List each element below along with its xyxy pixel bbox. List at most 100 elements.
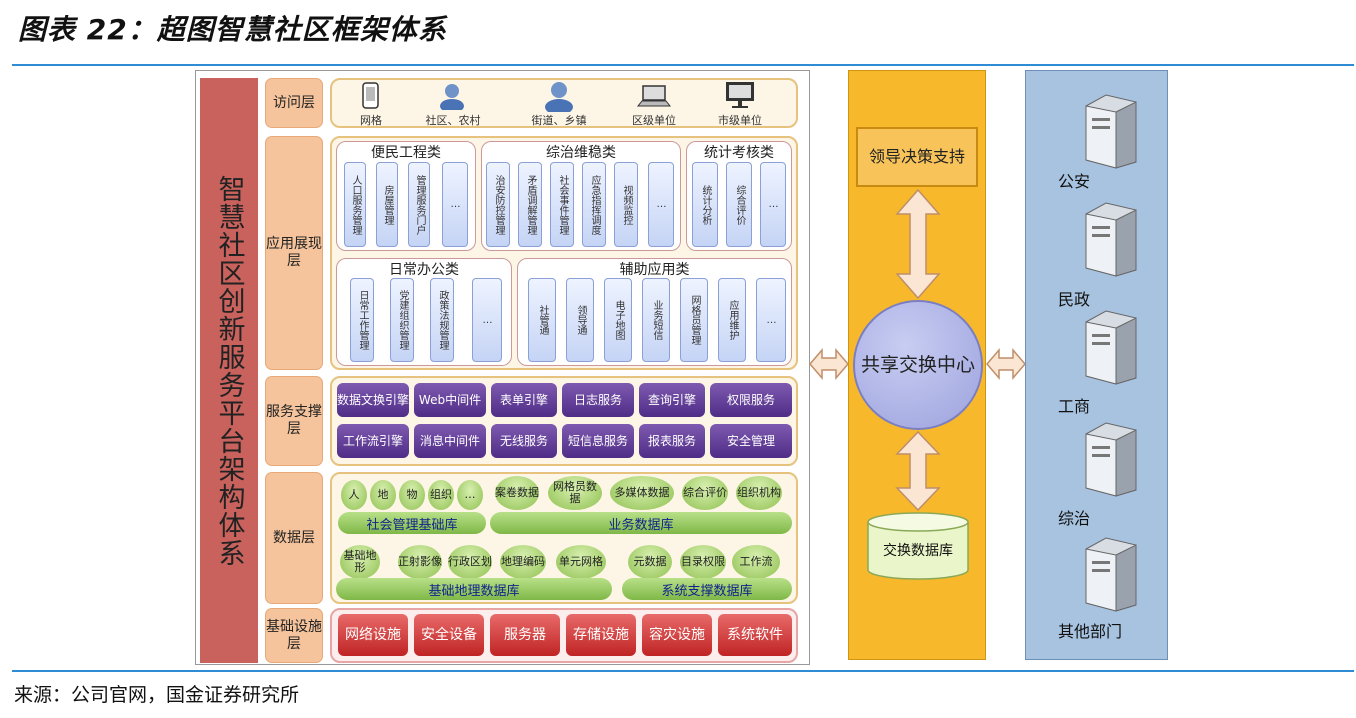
- leader-decision-box[interactable]: 领导决策支持: [856, 127, 978, 187]
- app-module[interactable]: 业务短信: [642, 278, 670, 362]
- double-arrow-vertical: [895, 430, 941, 512]
- app-module[interactable]: 矛盾调解管理: [518, 162, 542, 247]
- service-box[interactable]: 权限服务: [710, 383, 792, 417]
- app-module[interactable]: …: [648, 162, 674, 247]
- data-item: 物: [399, 480, 425, 510]
- app-module[interactable]: 应急指挥调度: [582, 162, 606, 247]
- service-box[interactable]: 工作流引擎: [337, 424, 409, 458]
- access-label: 街道、乡镇: [531, 114, 587, 127]
- app-module[interactable]: 统计分析: [692, 162, 718, 247]
- service-box[interactable]: 无线服务: [491, 424, 557, 458]
- layer-service: 服务支撑层: [265, 376, 323, 466]
- app-module[interactable]: 房屋管理: [376, 162, 398, 247]
- group-title: 统计考核类: [704, 145, 774, 161]
- app-module[interactable]: 社管通: [528, 278, 556, 362]
- group-title: 综治维稳类: [546, 145, 616, 161]
- app-module[interactable]: 党建组织管理: [390, 278, 414, 362]
- data-item: 组织: [428, 480, 454, 510]
- app-module[interactable]: …: [756, 278, 786, 362]
- group-title: 便民工程类: [371, 145, 441, 161]
- data-item: 地理编码: [500, 545, 546, 579]
- app-module[interactable]: 网格员管理: [680, 278, 708, 362]
- dept-label: 其他部门: [1058, 622, 1123, 641]
- dept-label: 工商: [1058, 397, 1091, 416]
- data-item: 人: [341, 480, 367, 510]
- app-module[interactable]: 社会事件管理: [550, 162, 574, 247]
- app-module[interactable]: …: [442, 162, 468, 247]
- dept-label: 公安: [1058, 172, 1091, 191]
- access-label: 市级单位: [718, 114, 762, 127]
- service-box[interactable]: 查询引擎: [639, 383, 705, 417]
- geo-db[interactable]: 基础地理数据库: [336, 578, 612, 600]
- service-box[interactable]: 安全管理: [710, 424, 792, 458]
- app-module[interactable]: 应用维护: [718, 278, 746, 362]
- laptop-icon: [636, 85, 672, 107]
- source-note: 来源：公司官网，国金证券研究所: [14, 684, 300, 706]
- infra-box[interactable]: 网络设施: [338, 614, 408, 656]
- infra-box[interactable]: 系统软件: [718, 614, 792, 656]
- app-module[interactable]: 日常工作管理: [350, 278, 374, 362]
- layer-access: 访问层: [265, 78, 323, 128]
- monitor-icon: [726, 82, 754, 108]
- person-icon: [440, 84, 464, 110]
- data-item: 基础地形: [340, 545, 380, 579]
- business-db[interactable]: 业务数据库: [490, 512, 792, 534]
- system-db[interactable]: 系统支撑数据库: [622, 578, 792, 600]
- infra-box[interactable]: 容灾设施: [642, 614, 712, 656]
- data-item: 目录权限: [680, 545, 726, 579]
- person-icon: [545, 82, 573, 112]
- infra-box[interactable]: 存储设施: [566, 614, 636, 656]
- data-item: 案卷数据: [495, 476, 539, 510]
- layer-data: 数据层: [265, 472, 323, 604]
- infra-box[interactable]: 服务器: [490, 614, 560, 656]
- service-box[interactable]: 消息中间件: [414, 424, 486, 458]
- data-item: 元数据: [628, 545, 672, 579]
- exchange-db-label: 交换数据库: [883, 543, 953, 559]
- infra-box[interactable]: 安全设备: [414, 614, 484, 656]
- access-label: 区级单位: [632, 114, 676, 127]
- app-module[interactable]: 政策法规管理: [430, 278, 454, 362]
- data-item: 单元网格: [556, 545, 606, 579]
- app-module[interactable]: 电子地图: [604, 278, 632, 362]
- app-module[interactable]: …: [760, 162, 786, 247]
- dept-label: 综治: [1058, 509, 1091, 528]
- figure-title: 图表 22：超图智慧社区框架体系: [18, 13, 447, 46]
- layer-infra: 基础设施层: [265, 608, 323, 663]
- service-box[interactable]: 报表服务: [639, 424, 705, 458]
- app-module[interactable]: 领导通: [566, 278, 594, 362]
- layer-app: 应用展现层: [265, 136, 323, 370]
- app-module[interactable]: 视频监控: [614, 162, 638, 247]
- data-item: …: [457, 480, 483, 510]
- server-icon: [1085, 310, 1137, 385]
- data-item: 多媒体数据: [610, 476, 674, 510]
- app-module[interactable]: 人口服务管理: [344, 162, 366, 247]
- server-icon: [1085, 202, 1137, 277]
- data-item: 组织机构: [736, 476, 782, 510]
- social-mgmt-db[interactable]: 社会管理基础库: [338, 512, 486, 534]
- service-box[interactable]: 表单引擎: [491, 383, 557, 417]
- access-label: 社区、农村: [425, 114, 481, 127]
- app-module[interactable]: 治安防控管理: [486, 162, 510, 247]
- double-arrow-left: [809, 347, 849, 381]
- phone-icon: [362, 82, 379, 109]
- service-box[interactable]: 日志服务: [562, 383, 634, 417]
- exchange-center[interactable]: 共享交换中心: [853, 300, 983, 430]
- data-item: 行政区划: [448, 545, 492, 579]
- double-arrow-vertical: [895, 188, 941, 300]
- service-box[interactable]: 数据文换引擎: [337, 383, 409, 417]
- server-icon: [1085, 537, 1137, 612]
- dept-label: 民政: [1058, 290, 1091, 309]
- server-icon: [1085, 422, 1137, 497]
- app-module[interactable]: 综合评价: [726, 162, 752, 247]
- group-title: 辅助应用类: [619, 262, 690, 278]
- bottom-rule: [12, 670, 1354, 672]
- double-arrow-right: [986, 347, 1026, 381]
- data-item: 综合评价: [682, 476, 728, 510]
- app-module[interactable]: …: [472, 278, 502, 362]
- app-module[interactable]: 管理服务门户: [408, 162, 430, 247]
- server-icon: [1085, 94, 1137, 169]
- service-box[interactable]: Web中间件: [414, 383, 486, 417]
- service-box[interactable]: 短信息服务: [562, 424, 634, 458]
- access-label: 网格: [360, 114, 382, 127]
- top-rule: [12, 64, 1354, 66]
